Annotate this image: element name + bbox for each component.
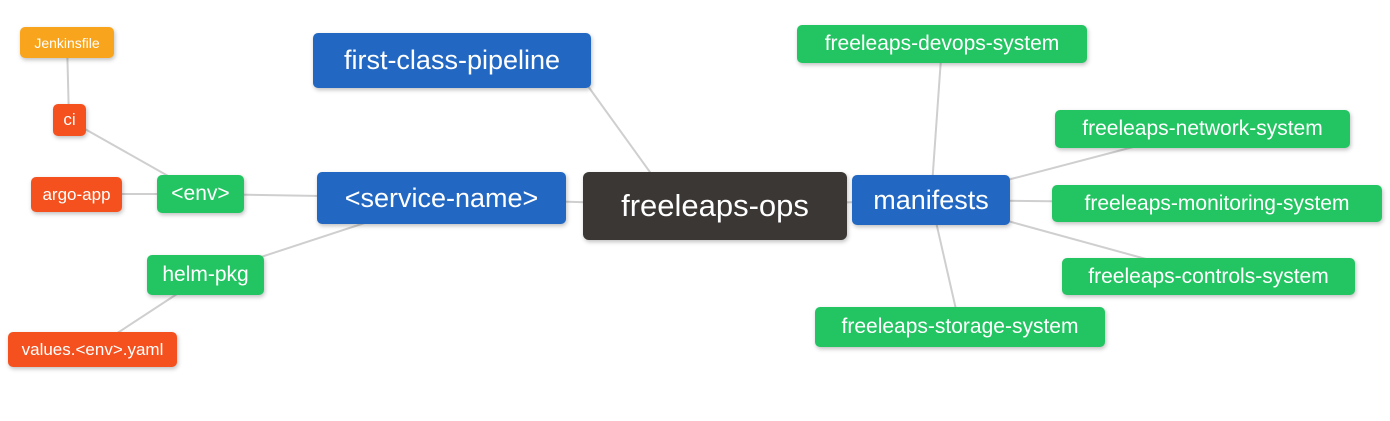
edge-manifests-devops (930, 43, 943, 201)
node-freeleaps-monitoring-system[interactable]: freeleaps-monitoring-system (1052, 185, 1382, 222)
node-manifests[interactable]: manifests (852, 175, 1010, 225)
node-freeleaps-network-system[interactable]: freeleaps-network-system (1055, 110, 1350, 148)
node-ci[interactable]: ci (53, 104, 86, 136)
node-freeleaps-ops[interactable]: freeleaps-ops (583, 172, 847, 240)
node-argo-app[interactable]: argo-app (31, 177, 122, 212)
node-jenkinsfile[interactable]: Jenkinsfile (20, 27, 114, 58)
node-values-env-yaml[interactable]: values.<env>.yaml (8, 332, 177, 367)
node-first-class-pipeline[interactable]: first-class-pipeline (313, 33, 591, 88)
node-helm-pkg[interactable]: helm-pkg (147, 255, 264, 295)
node-freeleaps-controls-system[interactable]: freeleaps-controls-system (1062, 258, 1355, 295)
node-service-name[interactable]: <service-name> (317, 172, 566, 224)
node-freeleaps-devops-system[interactable]: freeleaps-devops-system (797, 25, 1087, 63)
node-freeleaps-storage-system[interactable]: freeleaps-storage-system (815, 307, 1105, 347)
node-env[interactable]: <env> (157, 175, 244, 213)
edge-pipeline-root (584, 81, 661, 187)
